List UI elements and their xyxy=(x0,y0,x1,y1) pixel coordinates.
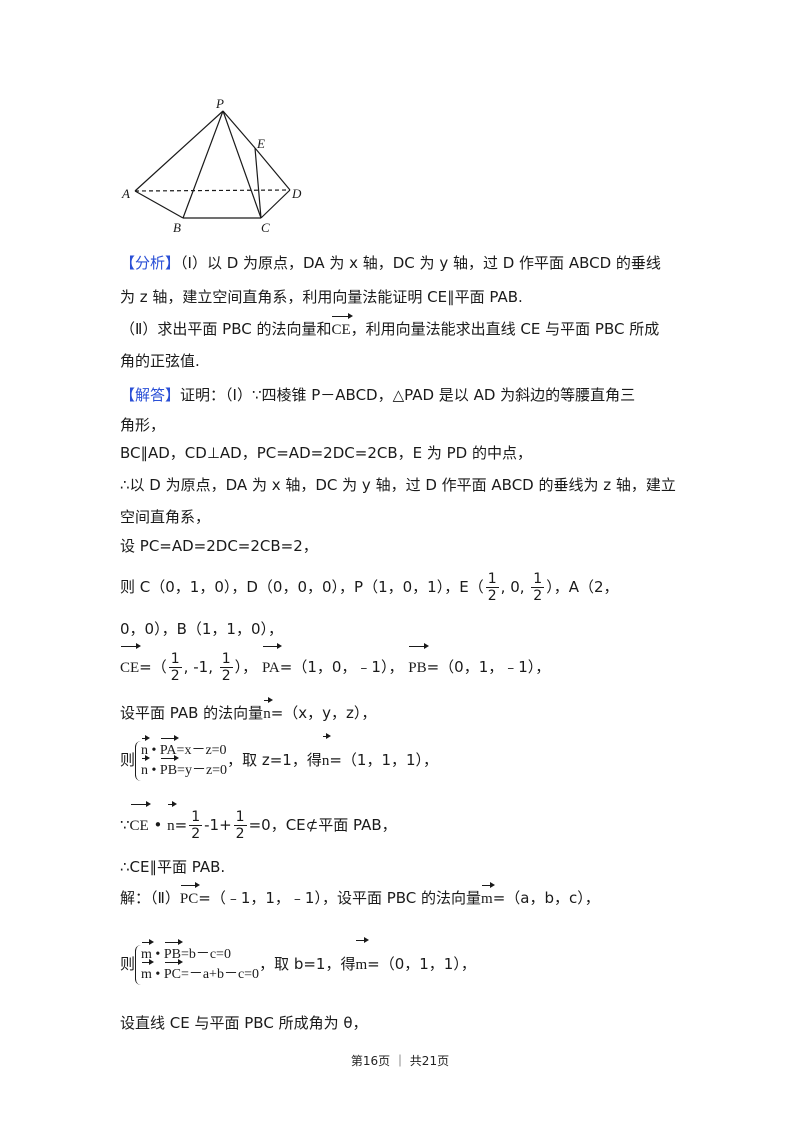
vector-pb: PB xyxy=(408,643,430,687)
vector-ce: CE xyxy=(331,313,353,341)
normal-pab-line: 设平面 PAB 的法向量n=（x，y，z）， xyxy=(120,697,376,725)
solution-line-3: BC∥AD，CD⊥AD，PC=AD=2DC=2CB，E 为 PD 的中点， xyxy=(120,444,533,462)
solution-line-6: 设 PC=AD=2DC=2CB=2， xyxy=(120,537,318,555)
system-1: 则 n • PA=x－z=0 n • PB=y－z=0 ，取 z=1，得n=（1… xyxy=(120,733,438,783)
label-b: B xyxy=(173,220,181,235)
equation-system: m • PB=b－c=0 m • PC=－a+b－c=0 xyxy=(135,938,259,985)
vector-n: n xyxy=(322,733,331,783)
label-e: E xyxy=(256,136,265,151)
page-footer: 第16页 ｜ 共21页 xyxy=(350,1054,450,1068)
analysis-tag: 【分析】 xyxy=(120,254,181,272)
vector-m: m xyxy=(355,937,369,987)
solution-line-4: ∴以 D 为原点，DA 为 x 轴，DC 为 y 轴，过 D 作平面 ABCD … xyxy=(120,476,676,494)
last-line: 设直线 CE 与平面 PBC 所成角为 θ， xyxy=(120,1014,368,1032)
analysis-line-2: 为 z 轴，建立空间直角系，利用向量法能证明 CE∥平面 PAB. xyxy=(120,288,523,306)
part2-line: 解：（Ⅱ）PC=（﹣1，1，﹣1），设平面 PBC 的法向量m=（a，b，c）， xyxy=(120,882,600,910)
vector-m: m xyxy=(481,882,495,910)
vector-pa: PA xyxy=(262,643,282,687)
label-p: P xyxy=(215,96,224,111)
system-2: 则 m • PB=b－c=0 m • PC=－a+b－c=0 ，取 b=1，得m… xyxy=(120,937,476,987)
vector-ce: CE xyxy=(120,643,142,687)
analysis-line-3: （Ⅱ）求出平面 PBC 的法向量和CE，利用向量法能求出直线 CE 与平面 PB… xyxy=(120,313,659,341)
solution-line-5: 空间直角系， xyxy=(120,508,211,526)
solution-line-1: 【解答】证明：（Ⅰ）∵四棱锥 P－ABCD，△PAD 是以 AD 为斜边的等腰直… xyxy=(120,386,636,404)
analysis-line-1: 【分析】（Ⅰ）以 D 为原点，DA 为 x 轴，DC 为 y 轴，过 D 作平面… xyxy=(120,254,661,272)
coords-line-2: 0，0），B（1，1，0）， xyxy=(120,620,284,638)
label-a: A xyxy=(121,186,130,201)
solution-line-2: 角形， xyxy=(120,416,166,434)
solution-tag: 【解答】 xyxy=(120,386,181,404)
pyramid-figure: P E A D B C xyxy=(121,96,302,235)
vector-n: n xyxy=(263,697,273,725)
analysis-line-4: 角的正弦值. xyxy=(120,352,200,370)
label-d: D xyxy=(291,186,302,201)
equation-system: n • PA=x－z=0 n • PB=y－z=0 xyxy=(135,734,227,781)
label-c: C xyxy=(261,220,270,235)
vector-pc: PC xyxy=(180,882,201,910)
conclusion-line: ∴CE∥平面 PAB. xyxy=(120,858,226,876)
